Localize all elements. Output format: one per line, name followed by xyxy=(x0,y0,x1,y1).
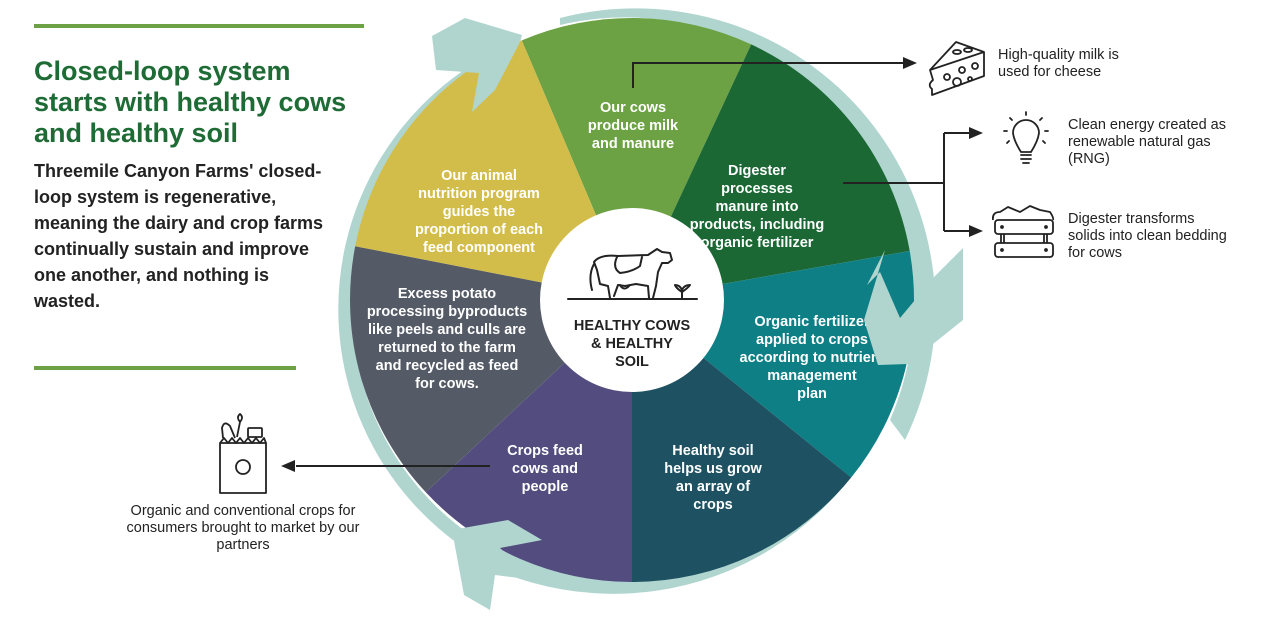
intro-text: Threemile Canyon Farms' closed-loop syst… xyxy=(34,161,324,311)
slice-cows-produce xyxy=(521,17,752,300)
bedding-label: Digester transforms solids into clean be… xyxy=(1068,211,1227,261)
connector-digester-to-outputs xyxy=(843,132,972,232)
slice-label-fertilizer: applied to crops xyxy=(756,332,868,348)
ring-arrowhead-right xyxy=(864,248,963,365)
slice-label-potato: Excess potato xyxy=(398,286,496,302)
slice-label-crops-feed: people xyxy=(522,479,569,495)
slice-label-nutrition: nutrition program xyxy=(418,186,540,202)
grocery-bag-icon xyxy=(219,413,267,494)
cow-icon xyxy=(567,248,698,300)
cheese-icon xyxy=(928,41,985,96)
slice-label-crops-feed: Crops feed xyxy=(507,443,583,459)
slice-label-nutrition: feed component xyxy=(423,240,535,256)
slice-label-digester: organic fertilizer xyxy=(701,235,814,251)
slice-label-healthy-soil: an array of xyxy=(676,479,750,495)
slice-label-digester: processes xyxy=(721,181,793,197)
slice-label-digester: products, including xyxy=(690,217,825,233)
slice-label-digester: Digester xyxy=(728,163,786,179)
slice-label-digester: manure into xyxy=(716,199,799,215)
slice-label-crops-feed: cows and xyxy=(512,461,578,477)
slice-label-potato: for cows. xyxy=(415,376,479,392)
bottom-rule xyxy=(34,366,296,370)
arrowhead-bedding xyxy=(969,225,983,237)
arrowhead-market xyxy=(281,460,295,472)
slice-label-healthy-soil: Healthy soil xyxy=(672,443,753,459)
hub-line-3: SOIL xyxy=(615,354,649,370)
arrowhead-cheese xyxy=(903,57,917,69)
slice-label-potato: like peels and culls are xyxy=(368,322,526,338)
slice-label-potato: returned to the farm xyxy=(378,340,516,356)
cheese-label: High-quality milk is used for cheese xyxy=(998,47,1119,80)
connector-milk-to-cheese xyxy=(632,62,905,88)
energy-label: Clean energy created as renewable natura… xyxy=(1068,117,1226,167)
slice-label-potato: and recycled as feed xyxy=(376,358,519,374)
slice-label-fertilizer: according to nutrient xyxy=(740,350,885,366)
slice-label-fertilizer: Organic fertilizer xyxy=(754,314,870,330)
slice-nutrition xyxy=(355,40,632,301)
page-title: Closed-loop system starts with healthy c… xyxy=(34,56,347,148)
lightbulb-icon xyxy=(1003,111,1049,164)
ring-arrowhead-top xyxy=(432,18,522,112)
slice-digester xyxy=(632,44,910,301)
slice-label-healthy-soil: helps us grow xyxy=(664,461,762,477)
slice-label-fertilizer: management xyxy=(767,368,857,384)
slice-label-cows-produce: Our cows xyxy=(600,100,666,116)
hub-line-2: & HEALTHY xyxy=(591,336,673,352)
arrowhead-energy xyxy=(969,127,983,139)
slice-label-nutrition: Our animal xyxy=(441,168,517,184)
market-label: Organic and conventional crops for consu… xyxy=(126,503,360,553)
slice-label-nutrition: guides the xyxy=(443,204,516,220)
slice-label-cows-produce: produce milk xyxy=(588,118,679,134)
hub-line-1: HEALTHY COWS xyxy=(574,318,691,334)
ring-arrowhead-bottom xyxy=(452,520,542,610)
slice-label-fertilizer: plan xyxy=(797,386,827,402)
slice-label-healthy-soil: crops xyxy=(693,497,733,513)
slice-label-potato: processing byproducts xyxy=(367,304,527,320)
top-rule xyxy=(34,24,364,28)
slice-label-nutrition: proportion of each xyxy=(415,222,543,238)
bedding-crate-icon xyxy=(991,205,1055,258)
connectors xyxy=(296,62,972,467)
arrowheads xyxy=(281,57,983,472)
slice-label-cows-produce: and manure xyxy=(592,136,674,152)
